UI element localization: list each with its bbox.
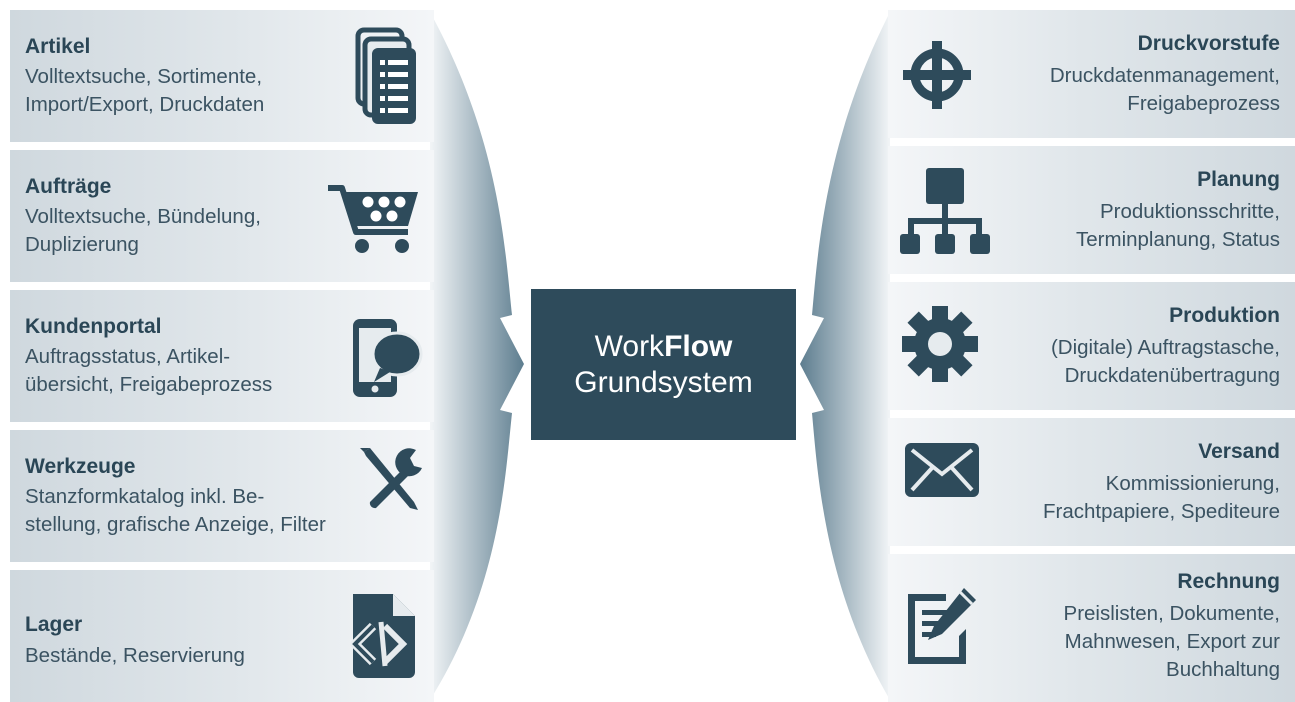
tools-icon <box>360 448 422 510</box>
module-title: Versand <box>1198 440 1280 463</box>
shopping-cart-icon <box>328 185 418 253</box>
workflow-core-box: WorkFlow Grundsystem <box>531 289 796 440</box>
module-description: Preislisten, Dokumente, Mahnwesen, Expor… <box>1063 602 1280 681</box>
left-funnel-arrow <box>430 12 524 700</box>
right-funnel-arrow <box>800 12 890 700</box>
envelope-icon <box>905 443 979 497</box>
core-title-bold: Flow <box>664 329 733 363</box>
mobile-chat-icon <box>353 319 423 397</box>
module-auftraege: Aufträge Volltextsuche, Bündelung, Dupli… <box>10 150 434 282</box>
module-description: Produktionsschritte, Terminplanung, Stat… <box>1076 200 1280 251</box>
core-title-line2: Grundsystem <box>574 365 753 399</box>
module-druckvorstufe: Druckvorstufe Druckdatenmanagement, Frei… <box>888 10 1295 138</box>
edit-document-icon <box>908 588 976 664</box>
module-lager: Lager Bestände, Reservierung <box>10 570 434 702</box>
module-description: Bestände, Reservierung <box>25 644 245 667</box>
module-artikel: Artikel Volltextsuche, Sortimente, Impor… <box>10 10 434 142</box>
module-description: Kommissionierung, Frachtpapiere, Spedite… <box>1042 472 1280 523</box>
module-title: Werkzeuge <box>25 455 136 478</box>
sitemap-icon <box>900 168 990 254</box>
core-title-line1: WorkFlow <box>595 329 733 365</box>
module-rechnung: Rechnung Preislisten, Dokumente, Mahnwes… <box>888 554 1295 702</box>
module-description: Volltextsuche, Sortimente, Import/Export… <box>25 65 265 116</box>
module-description: Stanzformkatalog inkl. Be- stellung, gra… <box>25 485 326 536</box>
documents-icon <box>355 27 416 124</box>
module-kundenportal: Kundenportal Auftragsstatus, Artikel- üb… <box>10 290 434 422</box>
module-title: Kundenportal <box>25 315 162 338</box>
module-description: (Digitale) Auftragstasche, Druckdatenübe… <box>1050 336 1280 387</box>
module-description: Druckdatenmanagement, Freigabeprozess <box>1049 64 1280 115</box>
module-werkzeuge: Werkzeuge Stanzformkatalog inkl. Be- ste… <box>10 430 434 562</box>
crosshair-icon <box>903 41 971 109</box>
module-produktion: Produktion (Digitale) Auftragstasche, Dr… <box>888 282 1295 410</box>
module-versand: Versand Kommissionierung, Frachtpapiere,… <box>888 418 1295 546</box>
module-description: Volltextsuche, Bündelung, Duplizierung <box>25 205 261 256</box>
module-title: Druckvorstufe <box>1137 32 1280 55</box>
module-title: Lager <box>25 613 83 636</box>
module-planung: Planung Produktionsschritte, Terminplanu… <box>888 146 1295 274</box>
module-title: Produktion <box>1169 304 1280 327</box>
module-title: Rechnung <box>1177 570 1280 593</box>
gear-icon <box>902 306 978 382</box>
module-title: Planung <box>1197 168 1280 191</box>
core-title-normal: Work <box>594 329 665 363</box>
module-title: Artikel <box>25 35 91 58</box>
code-file-icon <box>350 594 415 678</box>
module-title: Aufträge <box>25 175 112 198</box>
module-description: Auftragsstatus, Artikel- übersicht, Frei… <box>25 345 273 396</box>
